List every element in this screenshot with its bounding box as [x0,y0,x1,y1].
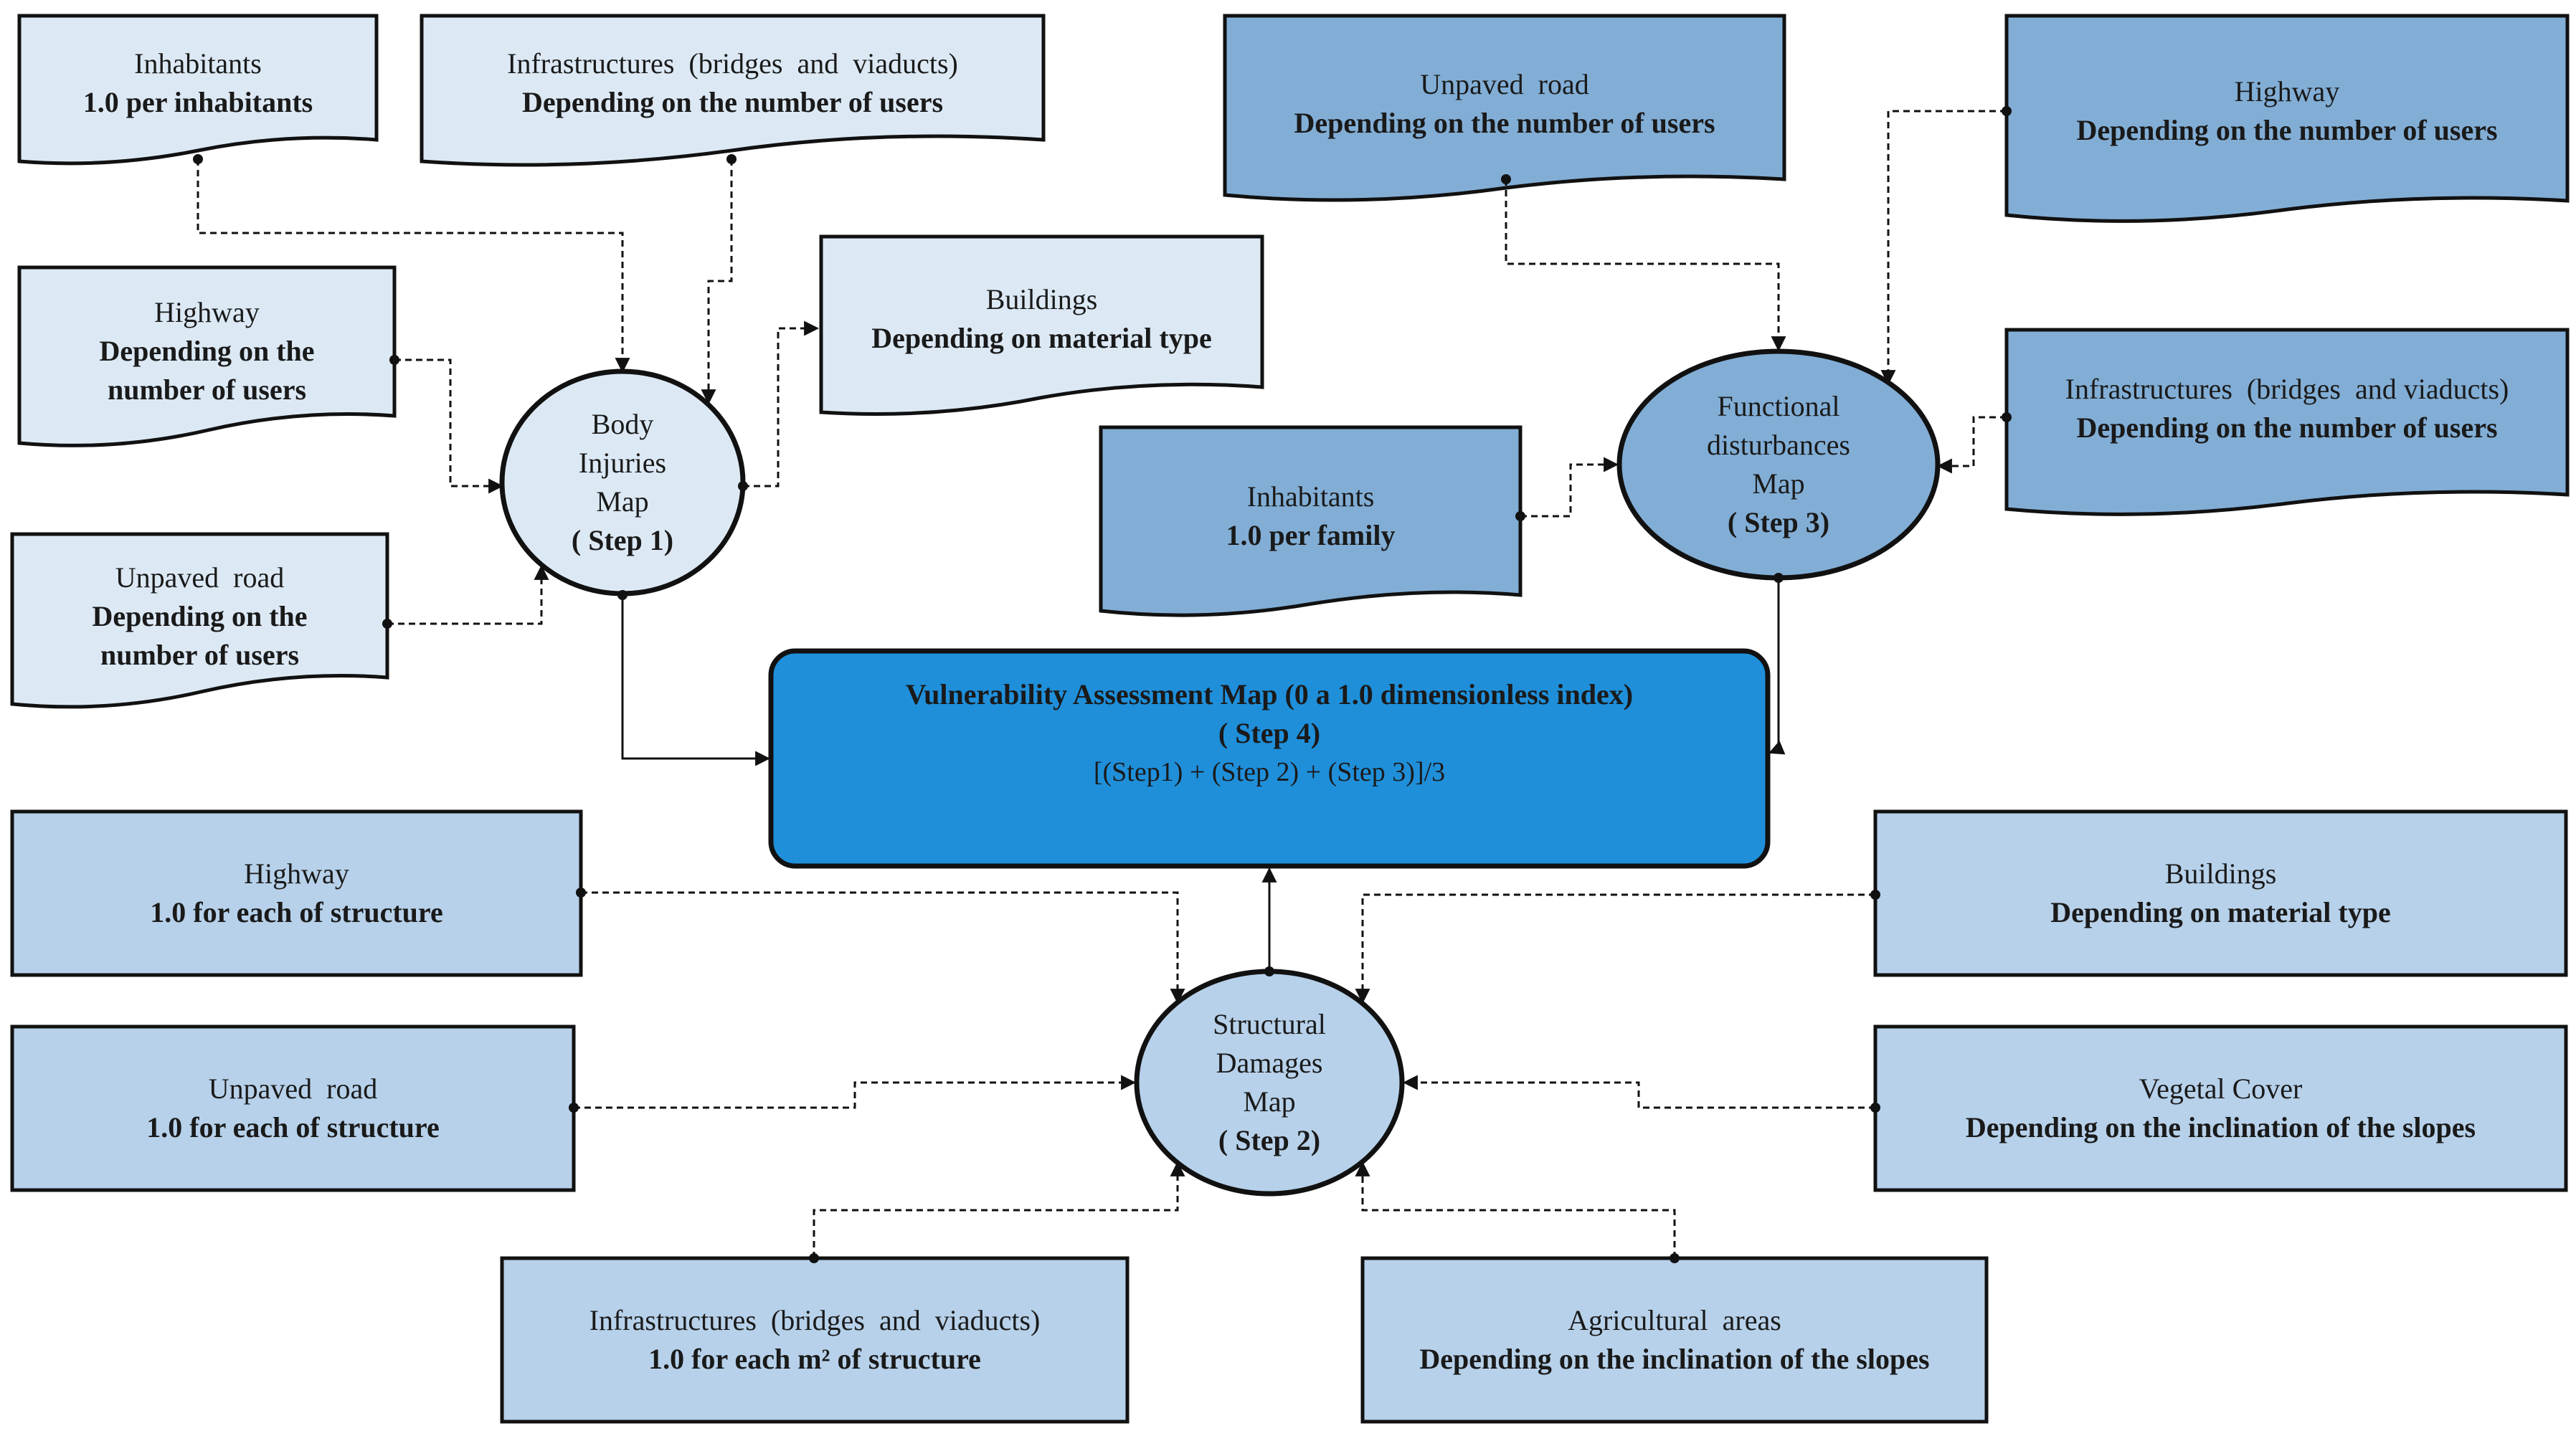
node-title: Vegetal Cover [2139,1073,2303,1105]
node-title: Unpaved road [1420,68,1589,100]
node-struct-agricultural: Agricultural areas Depending on the incl… [1363,1258,1987,1422]
doc-shape-body-unpaved-road [10,532,389,709]
node-detail: Depending on the number of users [1294,107,1715,139]
node-detail: Depending on the number of users [92,600,308,671]
node-struct-vegetal-cover: Vegetal Cover Depending on the inclinati… [1875,1027,2566,1190]
circle-line: Functional [1717,390,1840,422]
connector-struct-highway-to-structural [581,891,1185,1004]
circle-line: Body [591,408,654,440]
connector-infrastructures-to-body [701,159,733,405]
node-title: Buildings [985,283,1098,315]
connector-func-unpaved-to-functional [1505,179,1786,352]
node-body-highway: Highway Depending on the number of users [19,287,394,416]
node-detail: 1.0 for each of structure [146,1111,440,1143]
doc-shape-func-highway [2004,14,2570,223]
node-detail: Depending on material type [2050,896,2391,928]
node-func-unpaved-road: Unpaved road Depending on the number of … [1225,43,1784,165]
node-detail: Depending on the inclination of the slop… [1419,1343,1930,1375]
node-func-inhabitants: Inhabitants 1.0 per family [1101,459,1520,574]
node-detail: 1.0 per family [1226,519,1396,551]
circle-body-injuries: Body Injuries Map ( Step 1) [502,371,743,594]
connector-func-inhabitants-to-functional [1520,457,1619,518]
node-title: Highway [2234,75,2340,108]
connector-struct-infra-to-structural [813,1161,1185,1258]
doc-shape-func-inhabitants [1099,425,1523,617]
node-title: Infrastructures (bridges and viaducts) [2065,373,2509,405]
node-struct-buildings: Buildings Depending on material type [1875,812,2566,975]
connector-highway-to-body [394,358,504,494]
circle-step: ( Step 3) [1727,506,1830,538]
node-struct-unpaved-road: Unpaved road 1.0 for each of structure [12,1027,574,1190]
node-detail: 1.0 for each m² of structure [648,1343,981,1375]
connector-struct-buildings-to-structural [1355,893,1875,1004]
node-detail: Depending on the number of users [99,335,315,406]
box-shape-struct-highway [10,809,583,977]
circle-step: ( Step 2) [1218,1124,1321,1156]
circle-line: Map [1752,467,1805,500]
node-body-unpaved-road: Unpaved road Depending on the number of … [12,552,387,681]
doc-shape-body-infrastructures [420,14,1046,167]
node-func-highway: Highway Depending on the number of users [2007,50,2567,172]
node-title: Inhabitants [1246,480,1375,513]
doc-shape-func-infrastructures [2004,328,2570,516]
connector-functional-to-central [1768,578,1786,755]
circle-structural-damages: Structural Damages Map ( Step 2) [1137,971,1402,1194]
connector-body-to-buildings [743,320,820,488]
doc-shape-body-buildings [819,234,1264,416]
node-title: Unpaved road [208,1073,378,1105]
node-title: Inhabitants [134,47,262,80]
node-title: Unpaved road [115,561,285,594]
node-struct-highway: Highway 1.0 for each of structure [12,812,581,975]
connector-struct-unpaved-to-structural [574,1075,1137,1109]
central-title: Vulnerability Assessment Map (0 a 1.0 di… [905,678,1634,710]
box-shape-struct-buildings [1873,809,2568,977]
node-detail: Depending on the number of users [521,85,944,118]
connector-func-highway-to-functional [1880,110,2007,386]
node-detail: Depending on the number of users [2076,412,2498,444]
vulnerability-assessment-box: Vulnerability Assessment Map (0 a 1.0 di… [771,651,1768,816]
node-body-inhabitants: Inhabitants 1.0 per inhabitants [19,42,377,124]
circle-line: Damages [1216,1047,1323,1079]
node-title: Infrastructures (bridges and viaducts) [507,47,958,80]
box-shape-struct-unpaved-road [10,1024,576,1192]
doc-shape-body-inhabitants [17,14,379,166]
circle-line: Injuries [578,447,667,479]
node-body-buildings: Buildings Depending on material type [821,255,1262,384]
connector-func-infra-to-functional [1936,416,2007,474]
connector-body-to-central [621,595,771,766]
box-shape-struct-vegetal-cover [1873,1024,2568,1192]
circle-step: ( Step 1) [571,524,674,556]
node-title: Buildings [2164,857,2277,890]
node-title: Infrastructures (bridges and viaducts) [589,1304,1041,1336]
connector-unpaved-to-body [387,564,549,625]
doc-shape-body-highway [17,265,397,447]
doc-shape-func-unpaved-road [1223,14,1786,202]
node-detail: Depending on material type [871,322,1212,354]
node-title: Highway [244,857,349,890]
circle-line: Map [596,485,649,518]
node-detail: 1.0 per inhabitants [82,85,313,118]
node-detail: Depending on the number of users [2076,114,2498,146]
circle-line: Structural [1213,1008,1326,1040]
circle-line: Map [1243,1085,1296,1118]
node-title: Highway [154,296,260,328]
circle-functional-disturbances: Functional disturbances Map ( Step 3) [1619,351,1938,578]
connector-struct-agri-to-structural [1355,1161,1676,1258]
node-title: Agricultural areas [1568,1304,1781,1336]
connector-struct-vegetal-to-structural [1402,1075,1875,1109]
circle-line: disturbances [1707,429,1850,461]
node-detail: 1.0 for each of structure [150,896,443,928]
node-detail: Depending on the inclination of the slop… [1965,1111,2476,1143]
central-box-shape [768,648,1771,869]
node-body-infrastructures: Infrastructures (bridges and viaducts) D… [422,42,1043,124]
connector-inhabitants-to-body [196,159,630,374]
node-func-infrastructures: Infrastructures (bridges and viaducts) D… [2007,337,2567,480]
central-step: ( Step 4) [1218,717,1321,749]
central-formula: [(Step1) + (Step 2) + (Step 3)]/3 [1093,757,1446,787]
node-struct-infrastructures: Infrastructures (bridges and viaducts) 1… [502,1258,1127,1422]
